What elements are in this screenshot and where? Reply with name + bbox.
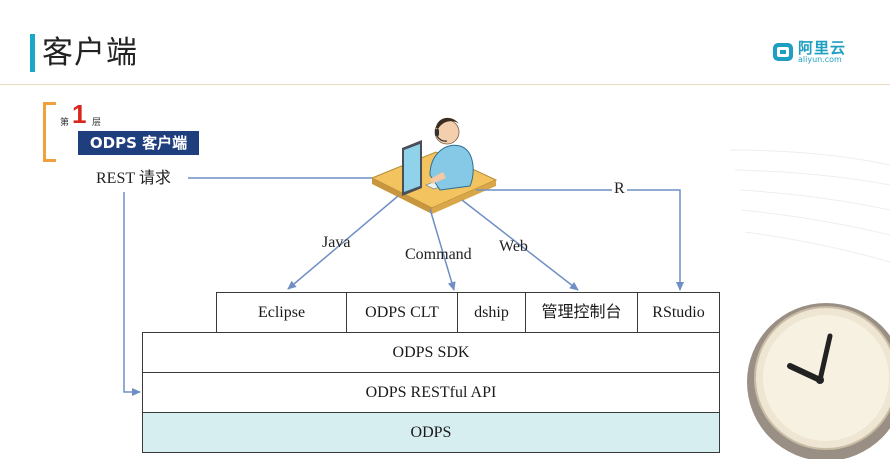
- r-arrow: [476, 189, 684, 291]
- client-box-dship: dship: [457, 292, 526, 333]
- logo-chinese-text: 阿里云: [798, 39, 847, 57]
- wall-clock-icon: [747, 303, 890, 459]
- title-accent-bar: [30, 34, 35, 72]
- r-label: R: [612, 180, 627, 198]
- background-swirls: [729, 149, 890, 263]
- connection-arrows: [123, 177, 684, 396]
- layer-box-sdk: ODPS SDK: [142, 332, 720, 373]
- layer-prefix: 第: [60, 118, 70, 128]
- layer-bracket: [43, 102, 56, 162]
- web-label: Web: [499, 238, 528, 255]
- aliyun-logo-icon: [773, 43, 793, 61]
- page-title: 客户端: [42, 35, 138, 71]
- user-at-computer-icon: [370, 117, 498, 214]
- rest-arrow-down: [123, 192, 141, 396]
- layer-box-restful-api: ODPS RESTful API: [142, 372, 720, 413]
- client-box-odps-clt: ODPS CLT: [346, 292, 458, 333]
- layer-label: ODPS 客户端: [78, 131, 199, 155]
- client-box-rstudio: RStudio: [637, 292, 720, 333]
- header-divider: [0, 84, 890, 85]
- rest-request-label: REST 请求: [96, 170, 171, 187]
- client-box-console: 管理控制台: [525, 292, 638, 333]
- client-box-eclipse: Eclipse: [216, 292, 347, 333]
- command-arrow: [429, 208, 456, 291]
- java-label: Java: [322, 234, 351, 251]
- java-arrow: [287, 195, 399, 290]
- logo-english-text: aliyun.com: [798, 55, 842, 64]
- aliyun-logo: 阿里云 aliyun.com: [772, 39, 852, 66]
- layer-suffix: 层: [92, 118, 102, 128]
- layer-number: 1: [72, 99, 87, 129]
- layer-box-odps: ODPS: [142, 412, 720, 453]
- web-arrow: [461, 199, 579, 291]
- command-label: Command: [405, 246, 472, 263]
